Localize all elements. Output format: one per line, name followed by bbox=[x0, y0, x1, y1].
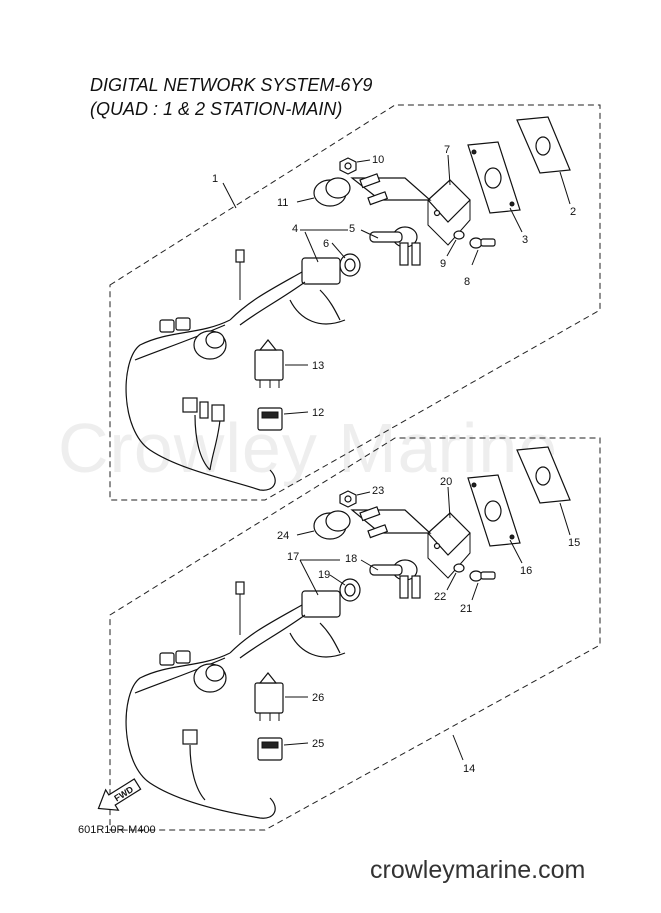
fwd-arrow-icon: FWD bbox=[97, 778, 142, 811]
callout-25: 25 bbox=[312, 738, 324, 750]
callout-9: 9 bbox=[440, 258, 446, 270]
part-10-nut bbox=[339, 157, 357, 175]
callout-23: 23 bbox=[372, 485, 384, 497]
part-15-gasket bbox=[516, 446, 571, 504]
callout-1: 1 bbox=[212, 173, 218, 185]
part-6-grommet bbox=[339, 253, 361, 277]
callout-2: 2 bbox=[570, 206, 576, 218]
part-13-relay bbox=[254, 339, 284, 388]
lower-leader-lines bbox=[283, 486, 571, 761]
callout-13: 13 bbox=[312, 360, 324, 372]
callout-7: 7 bbox=[444, 144, 450, 156]
upper-assembly-group: 1 2 3 4 5 6 7 8 9 10 11 12 13 bbox=[109, 104, 601, 501]
callout-4: 4 bbox=[292, 223, 298, 235]
callout-20: 20 bbox=[440, 476, 452, 488]
callout-15: 15 bbox=[568, 537, 580, 549]
upper-leader-lines bbox=[222, 154, 571, 415]
callout-6: 6 bbox=[323, 238, 329, 250]
watermark: Crowley Marine bbox=[58, 409, 559, 487]
callout-3: 3 bbox=[522, 234, 528, 246]
part-22-washer bbox=[453, 563, 465, 573]
diagram-code: 601R10R-M400 bbox=[78, 824, 156, 836]
part-19-grommet bbox=[339, 578, 361, 602]
callout-11: 11 bbox=[277, 197, 288, 209]
part-21-screw bbox=[469, 570, 496, 582]
part-1-wiring-harness bbox=[125, 249, 346, 491]
part-9-washer bbox=[453, 230, 465, 240]
callout-18: 18 bbox=[345, 553, 357, 565]
callout-5: 5 bbox=[349, 223, 355, 235]
lower-assembly-group: 14 15 16 17 18 19 20 21 22 23 24 25 26 bbox=[109, 437, 601, 831]
part-14-wiring-harness bbox=[125, 581, 346, 819]
part-24-gauge bbox=[313, 506, 389, 540]
part-25-connector bbox=[257, 737, 283, 761]
part-23-nut bbox=[339, 490, 357, 508]
part-12-connector bbox=[257, 407, 283, 431]
part-18-key-switch bbox=[369, 559, 421, 599]
part-8-screw bbox=[469, 237, 496, 249]
callout-12: 12 bbox=[312, 407, 324, 419]
site-footer: crowleymarine.com bbox=[370, 856, 586, 884]
callout-22: 22 bbox=[434, 591, 446, 603]
part-5-key-switch bbox=[369, 226, 421, 266]
part-26-relay bbox=[254, 672, 284, 721]
callout-10: 10 bbox=[372, 154, 384, 166]
part-16-plate bbox=[467, 474, 521, 547]
callout-26: 26 bbox=[312, 692, 324, 704]
diagram-title-line1: DIGITAL NETWORK SYSTEM-6Y9 bbox=[90, 75, 373, 95]
part-11-gauge bbox=[313, 173, 389, 207]
part-7-bracket bbox=[350, 177, 471, 246]
callout-19: 19 bbox=[318, 569, 330, 581]
diagram-title-line2: (QUAD : 1 & 2 STATION-MAIN) bbox=[90, 99, 343, 119]
part-3-plate bbox=[467, 141, 521, 214]
callout-16: 16 bbox=[520, 565, 532, 577]
lower-group-boundary bbox=[109, 437, 601, 831]
callout-14: 14 bbox=[463, 763, 475, 775]
callout-8: 8 bbox=[464, 276, 470, 288]
part-2-gasket bbox=[516, 116, 571, 174]
callout-24: 24 bbox=[277, 530, 289, 542]
callout-21: 21 bbox=[460, 603, 472, 615]
callout-17: 17 bbox=[287, 551, 299, 563]
